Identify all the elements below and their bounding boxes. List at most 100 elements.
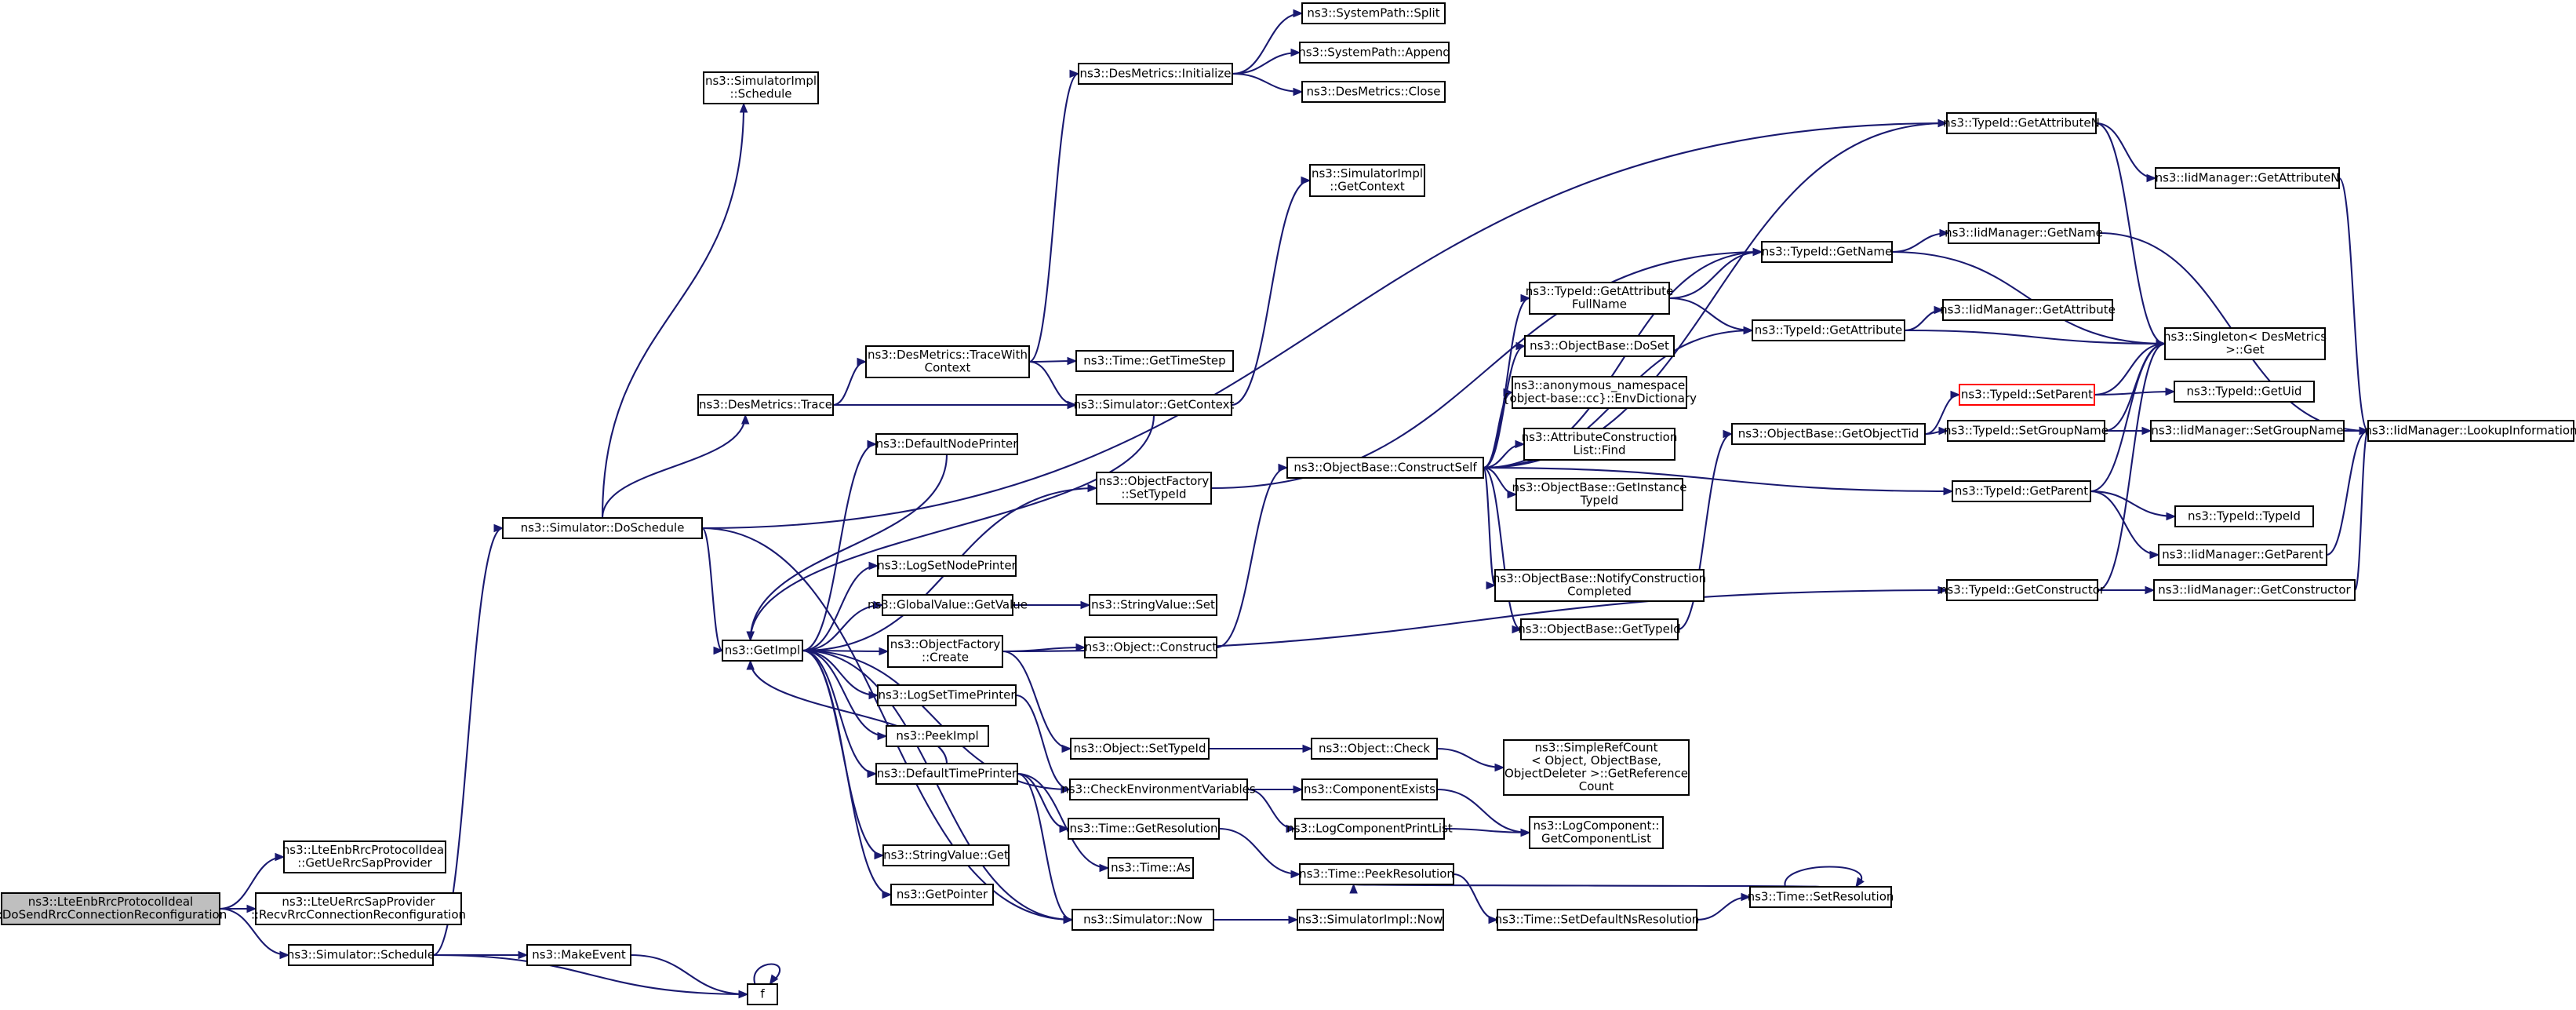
node-implSchedule[interactable]: ns3::SimulatorImpl::Schedule [703,71,819,104]
node-box[interactable] [1947,420,2105,442]
node-makeEvent[interactable]: ns3::MakeEvent [526,944,631,966]
node-obConstructSelf[interactable]: ns3::ObjectBase::ConstructSelf [1286,457,1484,479]
node-obDoSet[interactable]: ns3::ObjectBase::DoSet [1524,335,1675,357]
node-anonEnv[interactable]: ns3::anonymous_namespace{object-base::cc… [1502,376,1697,409]
node-implGetContext[interactable]: ns3::SimulatorImpl::GetContext [1309,164,1425,197]
node-singleton[interactable]: ns3::Singleton< DesMetrics >::Get [2163,327,2327,360]
node-ofSetTypeId[interactable]: ns3::ObjectFactory::SetTypeId [1096,472,1212,505]
node-box[interactable] [2153,579,2356,601]
node-timePeekRes[interactable]: ns3::Time::PeekResolution [1299,863,1454,885]
node-box[interactable] [1731,423,1926,445]
node-objSetTypeId[interactable]: ns3::Object::SetTypeId [1070,738,1210,760]
node-svSet[interactable]: ns3::StringValue::Set [1089,594,1217,616]
node-box[interactable] [1524,335,1675,357]
node-box[interactable] [2164,327,2326,360]
node-box[interactable] [882,594,1013,616]
node-box[interactable] [255,892,462,925]
node-box[interactable] [1512,376,1687,409]
node-tidGetUid[interactable]: ns3::TypeId::GetUid [2174,381,2315,403]
node-compExists[interactable]: ns3::ComponentExists [1301,778,1438,800]
node-box[interactable] [2150,420,2345,442]
node-tidGetAttrN[interactable]: ns3::TypeId::GetAttributeN [1943,112,2100,134]
node-box[interactable] [1948,222,2100,244]
node-box[interactable] [1301,778,1438,800]
node-box[interactable] [1515,478,1683,511]
node-getImpl[interactable]: ns3::GetImpl [722,640,803,662]
node-iidGetName[interactable]: ns3::IidManager::GetName [1945,222,2103,244]
node-box[interactable] [1523,428,1675,461]
node-box[interactable] [1301,2,1446,24]
node-box[interactable] [1299,42,1450,64]
node-box[interactable] [875,433,1018,455]
node-box[interactable] [722,640,803,662]
node-box[interactable] [2367,420,2574,442]
node-f[interactable]: f [747,983,778,1005]
node-logSetNode[interactable]: ns3::LogSetNodePrinter [877,555,1017,577]
node-box[interactable] [747,983,778,1005]
node-box[interactable] [1503,739,1690,796]
node-box[interactable] [1942,299,2113,321]
node-iidGetAttrN[interactable]: ns3::IidManager::GetAttributeN [2155,167,2340,189]
node-box[interactable] [1089,594,1217,616]
node-spSplit[interactable]: ns3::SystemPath::Split [1301,2,1446,24]
node-box[interactable] [1309,164,1425,197]
node-defTimePrinter[interactable]: ns3::DefaultTimePrinter [875,763,1018,785]
node-box[interactable] [1497,909,1697,931]
node-dmTrace[interactable]: ns3::DesMetrics::Trace [697,394,834,416]
node-box[interactable] [890,884,994,906]
node-implNow[interactable]: ns3::SimulatorImpl::Now [1297,909,1444,931]
node-iidGetAttr[interactable]: ns3::IidManager::GetAttribute [1940,299,2116,321]
node-box[interactable] [882,844,1010,866]
node-dmClose[interactable]: ns3::DesMetrics::Close [1301,81,1446,103]
node-box[interactable] [1,892,220,925]
node-defNodePrinter[interactable]: ns3::DefaultNodePrinter [875,433,1019,455]
node-doSchedule[interactable]: ns3::Simulator::DoSchedule [502,517,703,539]
node-ofCreate[interactable]: ns3::ObjectFactory::Create [887,635,1003,668]
node-obNotify[interactable]: ns3::ObjectBase::NotifyConstructionCompl… [1493,569,1706,602]
node-peekImpl[interactable]: ns3::PeekImpl [886,725,989,747]
node-box[interactable] [875,763,1018,785]
node-box[interactable] [1068,818,1220,840]
node-box[interactable] [1108,857,1194,879]
node-iidLookup[interactable]: ns3::IidManager::LookupInformation [2364,420,2576,442]
node-tidGetName[interactable]: ns3::TypeId::GetName [1761,241,1893,263]
node-timeGetRes[interactable]: ns3::Time::GetResolution [1068,818,1220,840]
node-box[interactable] [1075,394,1232,416]
node-box[interactable] [502,517,703,539]
node-box[interactable] [2155,167,2340,189]
node-box[interactable] [1301,81,1446,103]
node-box[interactable] [1529,816,1664,849]
node-tidGetAttr[interactable]: ns3::TypeId::GetAttribute [1752,319,1905,341]
node-box[interactable] [1494,569,1705,602]
node-box[interactable] [288,944,434,966]
node-box[interactable] [1096,472,1212,505]
node-obGetTypeId[interactable]: ns3::ObjectBase::GetTypeId [1518,618,1681,640]
node-box[interactable] [2174,505,2314,527]
node-box[interactable] [2158,544,2327,566]
node-gvGetValue[interactable]: ns3::GlobalValue::GetValue [868,594,1028,616]
node-box[interactable] [1084,636,1217,658]
node-box[interactable] [887,635,1003,668]
node-schedule[interactable]: ns3::Simulator::Schedule [287,944,435,966]
node-box[interactable] [1529,282,1670,315]
node-timeAs[interactable]: ns3::Time::As [1108,857,1194,879]
node-box[interactable] [1070,738,1210,760]
node-logCompGet[interactable]: ns3::LogComponent::GetComponentList [1529,816,1664,849]
node-iidGetCtor[interactable]: ns3::IidManager::GetConstructor [2153,579,2356,601]
node-box[interactable] [877,684,1017,706]
node-spAppend[interactable]: ns3::SystemPath::Append [1298,42,1450,64]
node-svGet[interactable]: ns3::StringValue::Get [882,844,1010,866]
node-box[interactable] [1072,909,1214,931]
node-dmInit[interactable]: ns3::DesMetrics::Initialize [1078,63,1233,85]
node-objCheck[interactable]: ns3::Object::Check [1311,738,1438,760]
node-checkEnv[interactable]: ns3::CheckEnvironmentVariables [1061,778,1256,800]
node-box[interactable] [886,725,989,747]
node-box[interactable] [697,394,834,416]
node-simGetContext[interactable]: ns3::Simulator::GetContext [1074,394,1235,416]
node-logCompPrint[interactable]: ns3::LogComponentPrintList [1286,818,1453,840]
node-box[interactable] [1749,886,1892,908]
node-simpleRef[interactable]: ns3::SimpleRefCount< Object, ObjectBase,… [1503,739,1690,796]
